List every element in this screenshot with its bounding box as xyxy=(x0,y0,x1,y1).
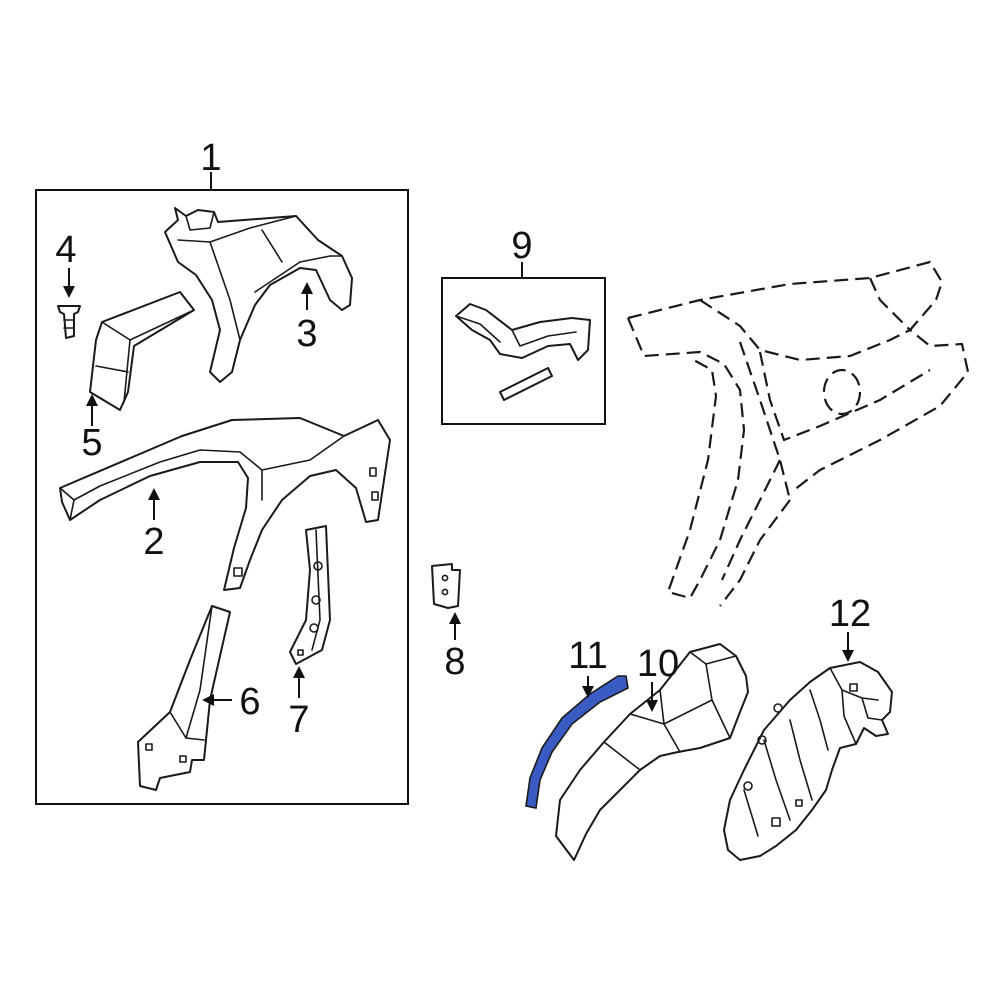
assembly-frame-1 xyxy=(35,189,409,805)
arrow-7 xyxy=(293,666,305,678)
callout-4[interactable]: 4 xyxy=(55,229,76,271)
callout-5[interactable]: 5 xyxy=(81,422,102,464)
callout-3[interactable]: 3 xyxy=(296,313,317,355)
part-7-vertical-brace[interactable] xyxy=(289,525,331,665)
body-reference-outline xyxy=(626,260,970,607)
callout-2[interactable]: 2 xyxy=(143,521,164,563)
part-4-clip[interactable] xyxy=(57,305,81,339)
callout-1[interactable]: 1 xyxy=(200,137,221,179)
callout-7[interactable]: 7 xyxy=(288,699,309,741)
part-8-bracket[interactable] xyxy=(431,563,461,609)
part-3-upper-panel[interactable] xyxy=(164,207,353,383)
part-5-reinforcement[interactable] xyxy=(89,291,195,411)
arrow-12 xyxy=(842,650,854,662)
part-6-pillar-lower[interactable] xyxy=(137,605,231,791)
callout-11[interactable]: 11 xyxy=(568,635,607,677)
arrow-3 xyxy=(301,282,313,294)
callout-12[interactable]: 12 xyxy=(829,593,871,635)
arrow-8 xyxy=(449,612,461,624)
callout-6[interactable]: 6 xyxy=(239,681,260,723)
callout-8[interactable]: 8 xyxy=(444,641,465,683)
part-11-seal-strip-highlighted[interactable] xyxy=(525,675,629,809)
assembly-frame-9 xyxy=(441,277,606,425)
part-9-bracket-kit[interactable] xyxy=(455,303,591,401)
arrow-5 xyxy=(86,394,98,406)
arrow-6 xyxy=(202,694,214,706)
part-10-wheelhouse-panel[interactable] xyxy=(555,643,749,861)
callout-10[interactable]: 10 xyxy=(637,643,679,685)
part-2-inner-arch[interactable] xyxy=(59,417,391,591)
arrow-4 xyxy=(63,286,75,298)
arrow-2 xyxy=(148,488,160,500)
part-12-fender-liner[interactable] xyxy=(723,661,893,861)
arrow-11 xyxy=(582,686,594,698)
arrow-10 xyxy=(646,700,658,712)
callout-9[interactable]: 9 xyxy=(511,225,532,267)
